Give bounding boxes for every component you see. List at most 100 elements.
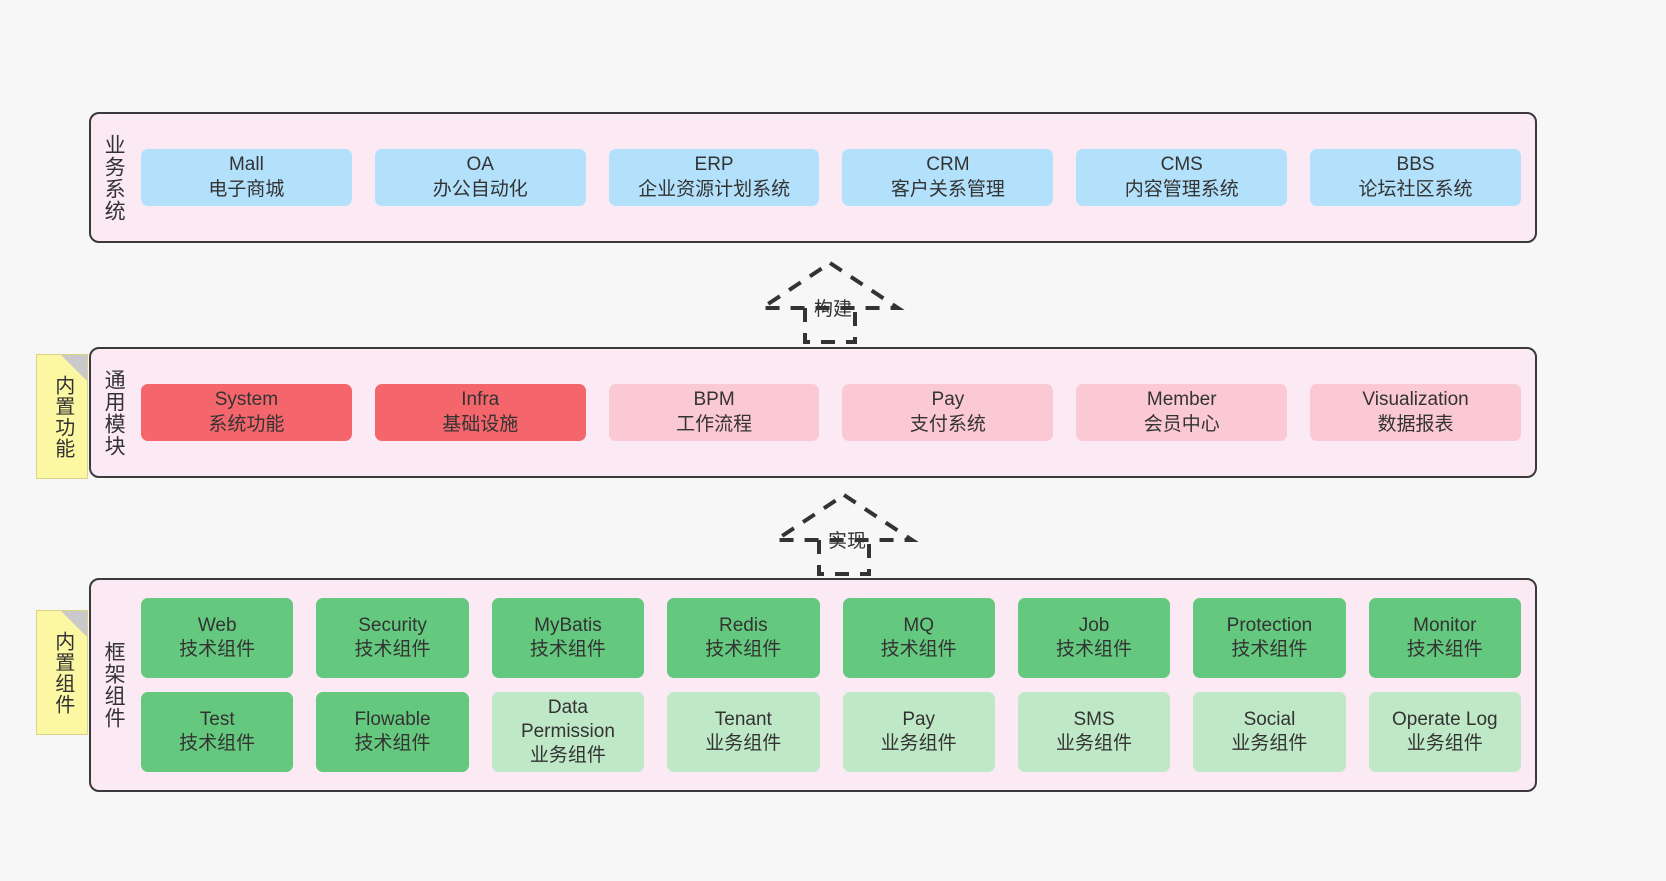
node-operate-log[interactable]: Operate Log 业务组件 bbox=[1368, 692, 1521, 772]
node-subtitle: 技术组件 bbox=[179, 733, 256, 754]
node-flowable[interactable]: Flowable 技术组件 bbox=[316, 692, 469, 772]
node-title: SMS bbox=[1073, 708, 1115, 730]
node-bbs[interactable]: BBS 论坛社区系统 bbox=[1310, 149, 1521, 206]
node-subtitle: 技术组件 bbox=[1406, 639, 1483, 660]
node-system[interactable]: System 系统功能 bbox=[141, 384, 352, 441]
node-visualization[interactable]: Visualization 数据报表 bbox=[1310, 384, 1521, 441]
node-row: Mall 电子商城 OA 办公自动化 ERP 企业资源计划系统 CRM 客户关系… bbox=[141, 149, 1521, 206]
node-mybatis[interactable]: MyBatis 技术组件 bbox=[491, 598, 645, 678]
generalization-arrow-icon bbox=[755, 260, 905, 344]
layer-framework-component: 框架组件 Web 技术组件 Security 技术组件 MyBatis 技术组件… bbox=[89, 578, 1537, 792]
node-subtitle: 办公自动化 bbox=[432, 178, 528, 200]
node-monitor[interactable]: Monitor 技术组件 bbox=[1368, 598, 1521, 678]
node-title: Job bbox=[1078, 614, 1110, 636]
node-subtitle: 业务组件 bbox=[1406, 733, 1483, 754]
node-data-permission[interactable]: Data Permission 业务组件 bbox=[491, 692, 645, 772]
layer-business-system: 业务系统 Mall 电子商城 OA 办公自动化 ERP 企业资源计划系统 CRM… bbox=[89, 112, 1537, 243]
node-bpm[interactable]: BPM 工作流程 bbox=[608, 384, 820, 441]
node-social[interactable]: Social 业务组件 bbox=[1193, 692, 1346, 772]
layer-common-module: 通用模块 System 系统功能 Infra 基础设施 BPM 工作流程 Pay… bbox=[89, 347, 1537, 478]
layer-body-common-module: System 系统功能 Infra 基础设施 BPM 工作流程 Pay 支付系统… bbox=[135, 349, 1535, 476]
note-builtin-component: 内置组件 bbox=[36, 610, 88, 735]
node-title: Monitor bbox=[1413, 614, 1477, 636]
node-subtitle: 技术组件 bbox=[529, 639, 606, 660]
layer-body-framework-component: Web 技术组件 Security 技术组件 MyBatis 技术组件 Redi… bbox=[135, 580, 1535, 790]
node-title: OA bbox=[466, 154, 494, 176]
node-redis[interactable]: Redis 技术组件 bbox=[667, 598, 820, 678]
node-title: Operate Log bbox=[1391, 708, 1498, 730]
node-title: Security bbox=[358, 614, 427, 636]
node-subtitle: 支付系统 bbox=[909, 413, 986, 435]
node-oa[interactable]: OA 办公自动化 bbox=[374, 149, 586, 206]
node-title: Infra bbox=[461, 389, 500, 411]
layer-body-business-system: Mall 电子商城 OA 办公自动化 ERP 企业资源计划系统 CRM 客户关系… bbox=[135, 114, 1535, 241]
node-title: CRM bbox=[926, 154, 970, 176]
connector-build-label: 构建 bbox=[814, 299, 853, 320]
layer-title-framework-component: 框架组件 bbox=[102, 641, 126, 729]
node-title: Pay bbox=[931, 389, 965, 411]
node-subtitle: 系统功能 bbox=[208, 413, 285, 435]
node-subtitle: 论坛社区系统 bbox=[1358, 178, 1473, 200]
layer-title-business-system: 业务系统 bbox=[102, 133, 126, 222]
node-subtitle: 技术组件 bbox=[1231, 639, 1308, 660]
node-title: System bbox=[214, 389, 279, 411]
node-erp[interactable]: ERP 企业资源计划系统 bbox=[608, 149, 820, 206]
node-title: MyBatis bbox=[534, 614, 602, 636]
node-mall[interactable]: Mall 电子商城 bbox=[141, 149, 352, 206]
node-subtitle: 企业资源计划系统 bbox=[638, 178, 791, 200]
node-subtitle: 业务组件 bbox=[529, 745, 606, 767]
node-title: Redis bbox=[719, 614, 768, 636]
node-tenant[interactable]: Tenant 业务组件 bbox=[667, 692, 820, 772]
node-subtitle: 会员中心 bbox=[1143, 413, 1220, 435]
node-subtitle: 技术组件 bbox=[179, 639, 256, 660]
note-fold-corner-icon bbox=[61, 611, 87, 637]
connector-implement: 实现 bbox=[769, 490, 919, 576]
node-title: Web bbox=[197, 614, 237, 636]
node-subtitle: 工作流程 bbox=[676, 413, 753, 435]
node-title: Tenant bbox=[714, 708, 772, 730]
connector-build: 构建 bbox=[755, 258, 905, 344]
note-label: 内置组件 bbox=[51, 630, 74, 715]
node-row: Web 技术组件 Security 技术组件 MyBatis 技术组件 Redi… bbox=[141, 598, 1521, 678]
node-crm[interactable]: CRM 客户关系管理 bbox=[842, 149, 1054, 206]
node-title: BBS bbox=[1396, 154, 1435, 176]
node-sms[interactable]: SMS 业务组件 bbox=[1017, 692, 1171, 772]
node-mq[interactable]: MQ 技术组件 bbox=[842, 598, 995, 678]
node-subtitle: 客户关系管理 bbox=[890, 178, 1005, 200]
node-subtitle: 技术组件 bbox=[354, 639, 431, 660]
node-title: Protection bbox=[1226, 614, 1313, 636]
node-row: Test 技术组件 Flowable 技术组件 Data Permission … bbox=[141, 692, 1521, 772]
node-title: Pay bbox=[902, 708, 936, 730]
node-title: ERP bbox=[694, 154, 734, 176]
node-subtitle: 技术组件 bbox=[705, 639, 782, 660]
node-subtitle: 数据报表 bbox=[1377, 413, 1454, 435]
node-subtitle: 电子商城 bbox=[208, 178, 285, 200]
node-subtitle: 业务组件 bbox=[1056, 733, 1133, 754]
node-title: Test bbox=[199, 708, 235, 730]
node-test[interactable]: Test 技术组件 bbox=[141, 692, 294, 772]
node-subtitle: 技术组件 bbox=[880, 639, 957, 660]
note-label: 内置功能 bbox=[51, 374, 74, 459]
node-title: Data Permission bbox=[520, 696, 615, 742]
note-builtin-function: 内置功能 bbox=[36, 354, 88, 479]
connector-implement-label: 实现 bbox=[828, 531, 867, 552]
node-member[interactable]: Member 会员中心 bbox=[1076, 384, 1288, 441]
node-subtitle: 内容管理系统 bbox=[1124, 178, 1239, 200]
layer-title-common-module: 通用模块 bbox=[102, 368, 126, 457]
node-subtitle: 业务组件 bbox=[880, 733, 957, 754]
node-security[interactable]: Security 技术组件 bbox=[316, 598, 469, 678]
node-web[interactable]: Web 技术组件 bbox=[141, 598, 294, 678]
node-pay-component[interactable]: Pay 业务组件 bbox=[842, 692, 995, 772]
node-cms[interactable]: CMS 内容管理系统 bbox=[1076, 149, 1288, 206]
note-fold-corner-icon bbox=[61, 355, 87, 381]
node-title: BPM bbox=[693, 389, 735, 411]
node-title: Mall bbox=[228, 154, 264, 176]
node-protection[interactable]: Protection 技术组件 bbox=[1193, 598, 1346, 678]
node-title: Visualization bbox=[1362, 389, 1469, 411]
node-subtitle: 业务组件 bbox=[1231, 733, 1308, 754]
node-subtitle: 技术组件 bbox=[354, 733, 431, 754]
node-subtitle: 基础设施 bbox=[442, 413, 519, 435]
node-pay[interactable]: Pay 支付系统 bbox=[842, 384, 1054, 441]
node-job[interactable]: Job 技术组件 bbox=[1017, 598, 1171, 678]
node-infra[interactable]: Infra 基础设施 bbox=[374, 384, 586, 441]
